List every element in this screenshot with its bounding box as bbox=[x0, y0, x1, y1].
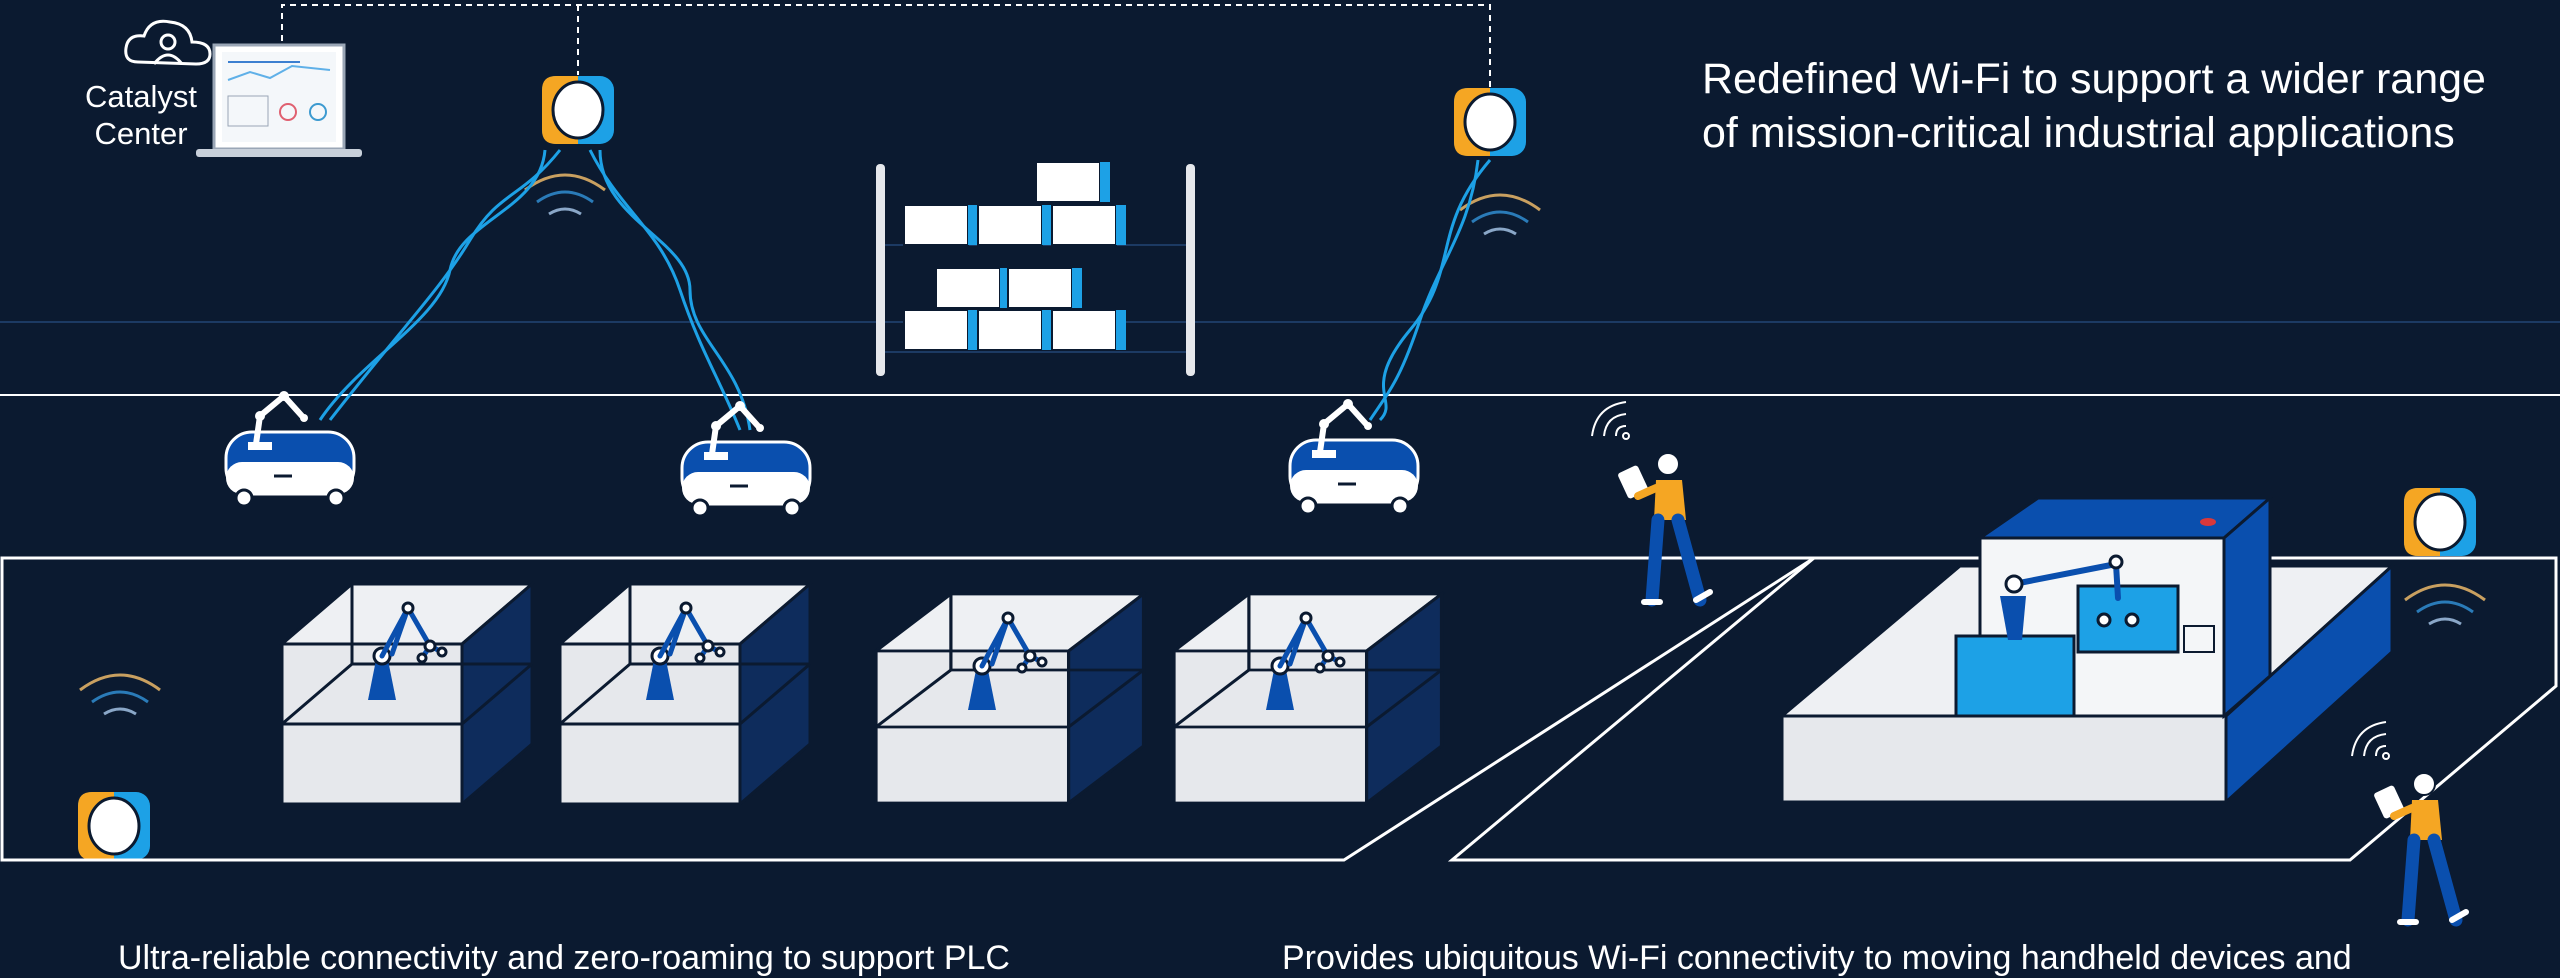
access-point-icon bbox=[540, 74, 616, 146]
wifi-signal-icon bbox=[2351, 721, 2390, 760]
caption-right: Provides ubiquitous Wi-Fi connectivity t… bbox=[1282, 939, 2352, 977]
wireless-link bbox=[1368, 159, 1492, 422]
headline: Redefined Wi-Fi to support a wider range… bbox=[1702, 52, 2522, 160]
laptop-icon bbox=[196, 43, 362, 157]
wireless-link bbox=[318, 149, 562, 421]
agv-robot-icon bbox=[226, 391, 354, 506]
agv-robot-icon bbox=[682, 401, 810, 516]
industrial-machine bbox=[1777, 494, 2396, 806]
access-point-icon bbox=[1452, 86, 1528, 158]
worker-tablet-icon bbox=[1617, 453, 1710, 602]
management-link bbox=[281, 4, 1491, 140]
wifi-signal-icon bbox=[1458, 193, 1542, 236]
catalyst-center-label: Catalyst Center bbox=[66, 78, 216, 152]
robot-work-cell bbox=[280, 582, 534, 806]
headline-line-2: of mission-critical industrial applicati… bbox=[1702, 109, 2455, 157]
wifi-signal-icon bbox=[523, 173, 607, 216]
warehouse-shelf bbox=[876, 161, 1195, 376]
headline-line-1: Redefined Wi-Fi to support a wider range bbox=[1702, 55, 2486, 103]
cloud-person-icon bbox=[124, 19, 212, 66]
industrial-wifi-scene bbox=[0, 4, 2560, 953]
wifi-signal-icon bbox=[78, 673, 162, 716]
agv-robot-icon bbox=[1290, 399, 1418, 514]
worker-tablet-icon bbox=[2373, 773, 2466, 922]
catalyst-center-name-line2: Center bbox=[94, 116, 188, 151]
access-point-icon bbox=[2402, 486, 2478, 558]
wifi-signal-icon bbox=[1591, 401, 1630, 440]
robot-work-cell bbox=[1172, 592, 1444, 805]
access-point-icon bbox=[76, 790, 152, 862]
production-floor-right bbox=[1447, 556, 2558, 862]
production-floor-left bbox=[0, 556, 1820, 862]
caption-left: Ultra-reliable connectivity and zero-roa… bbox=[118, 939, 1010, 977]
robot-work-cell bbox=[874, 592, 1146, 805]
wifi-signal-icon bbox=[2403, 583, 2487, 626]
catalyst-center-name-line1: Catalyst bbox=[85, 79, 197, 114]
robot-work-cell bbox=[558, 582, 812, 806]
wireless-link bbox=[588, 149, 752, 431]
